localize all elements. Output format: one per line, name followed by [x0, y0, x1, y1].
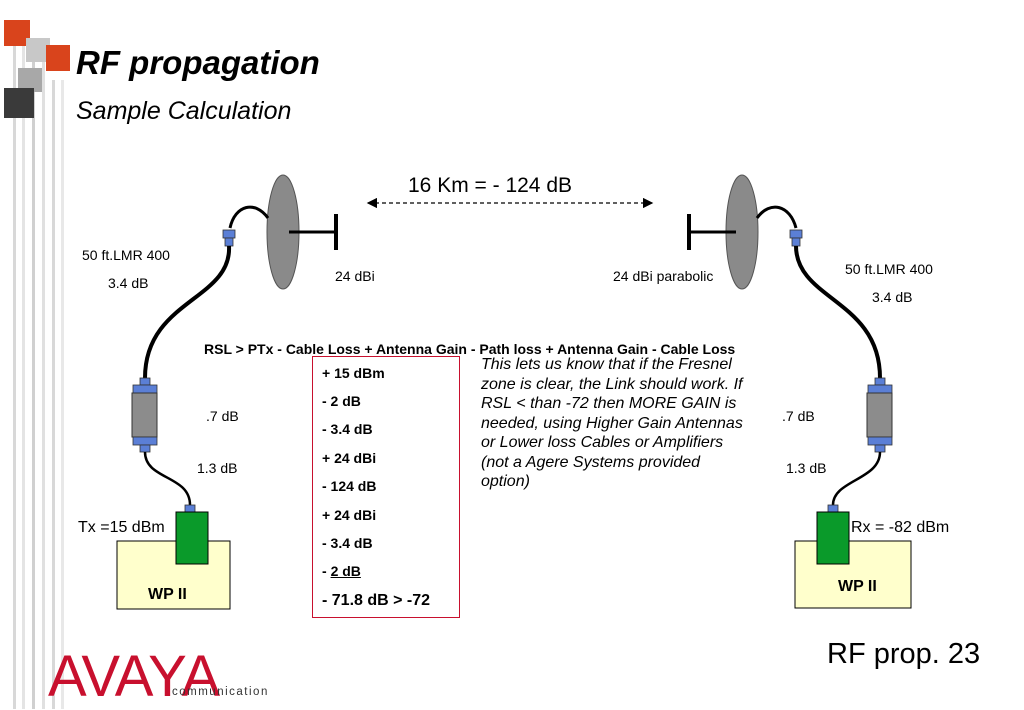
tx-power-label: Tx =15 dBm: [78, 519, 165, 536]
rsl-formula: RSL > PTx - Cable Loss + Antenna Gain - …: [204, 341, 736, 357]
slide-title: RF propagation: [76, 44, 320, 81]
slide-subtitle: Sample Calculation: [76, 97, 292, 125]
left-cable-name: 50 ft.LMR 400: [82, 247, 170, 263]
calc-line-prefix: -: [322, 563, 331, 579]
right-device-label: WP II: [838, 578, 877, 595]
right-dish-antenna: [687, 174, 759, 290]
right-radio-card: [816, 511, 850, 565]
left-pigtail-loss: 1.3 dB: [197, 460, 238, 476]
left-pigtail-cable: [143, 451, 192, 506]
calc-line-antenna-gain-rx: + 24 dBi: [322, 507, 377, 523]
right-feed-cable: [755, 205, 798, 229]
left-cable-loss: 3.4 dB: [108, 275, 149, 291]
orange-square-top: [4, 20, 30, 46]
left-lmr-cable: [143, 245, 232, 379]
left-device-label: WP II: [148, 586, 187, 603]
right-dish-connector: [789, 229, 803, 239]
rx-power-label: Rx = -82 dBm: [851, 519, 950, 536]
left-radio-card: [175, 511, 209, 565]
left-feed-cable: [228, 205, 270, 229]
avaya-logo: AVAYA: [48, 644, 220, 709]
left-dish-antenna: [266, 174, 338, 290]
left-lightning-arrestor: [131, 392, 158, 438]
left-device-box: [116, 540, 231, 610]
calc-line-path-loss: - 124 dB: [322, 478, 377, 494]
logo-tagline: communication: [172, 686, 269, 698]
right-arrestor-loss: .7 dB: [782, 408, 815, 424]
calc-line-antenna-gain: + 24 dBi: [322, 450, 377, 466]
right-pigtail-loss: 1.3 dB: [786, 460, 827, 476]
right-device-box: [794, 540, 912, 609]
dark-square: [4, 88, 34, 118]
calc-line-pigtail-rx: - 2 dB: [322, 563, 361, 579]
calc-line-underlined-value: 2 dB: [330, 563, 361, 579]
right-antenna-gain: 24 dBi parabolic: [613, 268, 714, 284]
decorative-stripes: [4, 20, 70, 709]
explanation-note: This lets us know that if the Fresnel zo…: [481, 356, 743, 490]
path-loss-label: 16 Km = - 124 dB: [408, 174, 573, 197]
left-dish-connector: [222, 229, 236, 239]
calc-line-pigtail: - 2 dB: [322, 393, 361, 409]
right-cable-loss: 3.4 dB: [872, 289, 913, 305]
right-cable-name: 50 ft.LMR 400: [845, 261, 933, 277]
calculation-box: [312, 356, 460, 618]
calc-line-cable-loss-rx: - 3.4 dB: [322, 535, 373, 551]
right-pigtail-cable: [831, 451, 882, 506]
right-lightning-arrestor: [866, 392, 893, 438]
orange-square-right: [46, 45, 70, 71]
left-antenna-gain: 24 dBi: [335, 268, 375, 284]
slide-page-number: RF prop. 23: [827, 638, 981, 670]
calc-line-cable-loss: - 3.4 dB: [322, 421, 373, 437]
left-arrestor-loss: .7 dB: [206, 408, 239, 424]
right-lmr-cable: [794, 245, 882, 379]
calc-total: - 71.8 dB > -72: [322, 592, 431, 609]
calc-line-tx-power: + 15 dBm: [322, 365, 385, 381]
